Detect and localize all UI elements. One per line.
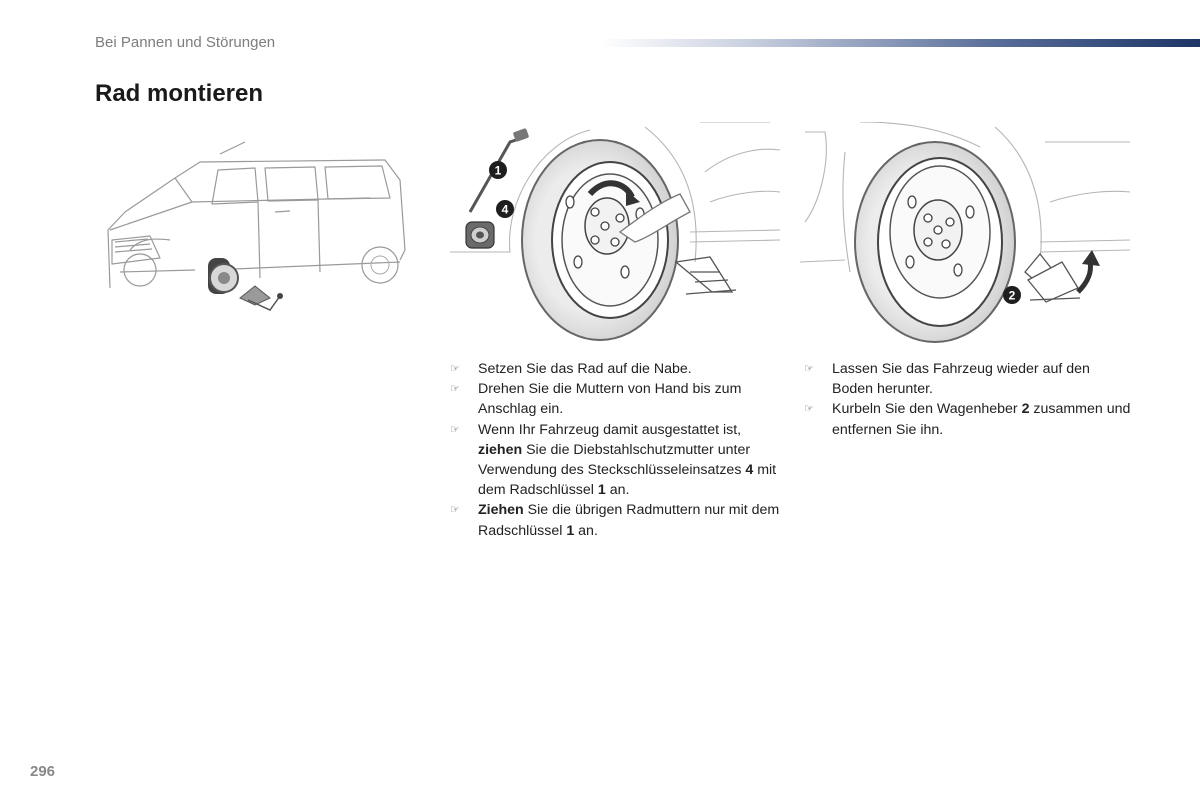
callout-2-label: 2 [1009, 289, 1016, 303]
callout-1-badge: 1 [489, 161, 507, 179]
list-item: ☞Drehen Sie die Muttern von Hand bis zum… [450, 381, 742, 418]
list-item: ☞Lassen Sie das Fahrzeug wieder auf den … [804, 361, 1090, 398]
page-title: Rad montieren [95, 80, 264, 107]
page-number: 296 [30, 763, 56, 780]
callout-1-label: 1 [495, 164, 502, 178]
van-on-jack-illustration [100, 140, 420, 320]
pointing-hand-icon: ☞ [804, 403, 814, 416]
list-item: ☞Setzen Sie das Rad auf die Nabe. [450, 359, 780, 379]
pointing-hand-icon: ☞ [450, 383, 460, 396]
pointing-hand-icon: ☞ [450, 423, 460, 436]
instruction-list-right: ☞Lassen Sie das Fahrzeug wieder auf den … [804, 359, 1134, 440]
section-header: Bei Pannen und Störungen [95, 34, 276, 51]
pointing-hand-icon: ☞ [450, 363, 460, 375]
instruction-list-left: ☞Setzen Sie das Rad auf die Nabe. ☞Drehe… [450, 359, 780, 541]
callout-4-label: 4 [502, 203, 509, 217]
list-item: ☞Ziehen Sie die übrigen Radmuttern nur m… [450, 502, 780, 539]
list-item: ☞Wenn Ihr Fahrzeug damit ausgestattet is… [450, 421, 777, 499]
callout-2-badge: 2 [1003, 286, 1021, 304]
callout-4-badge: 4 [496, 200, 514, 218]
lower-vehicle-illustration: 2 [800, 122, 1135, 344]
pointing-hand-icon: ☞ [450, 504, 460, 517]
pointing-hand-icon: ☞ [804, 363, 814, 375]
list-item: ☞Kurbeln Sie den Wagenheber 2 zusammen u… [804, 401, 1131, 438]
tighten-nuts-illustration: 1 4 [450, 122, 780, 344]
header-gradient-bar [600, 39, 1200, 47]
